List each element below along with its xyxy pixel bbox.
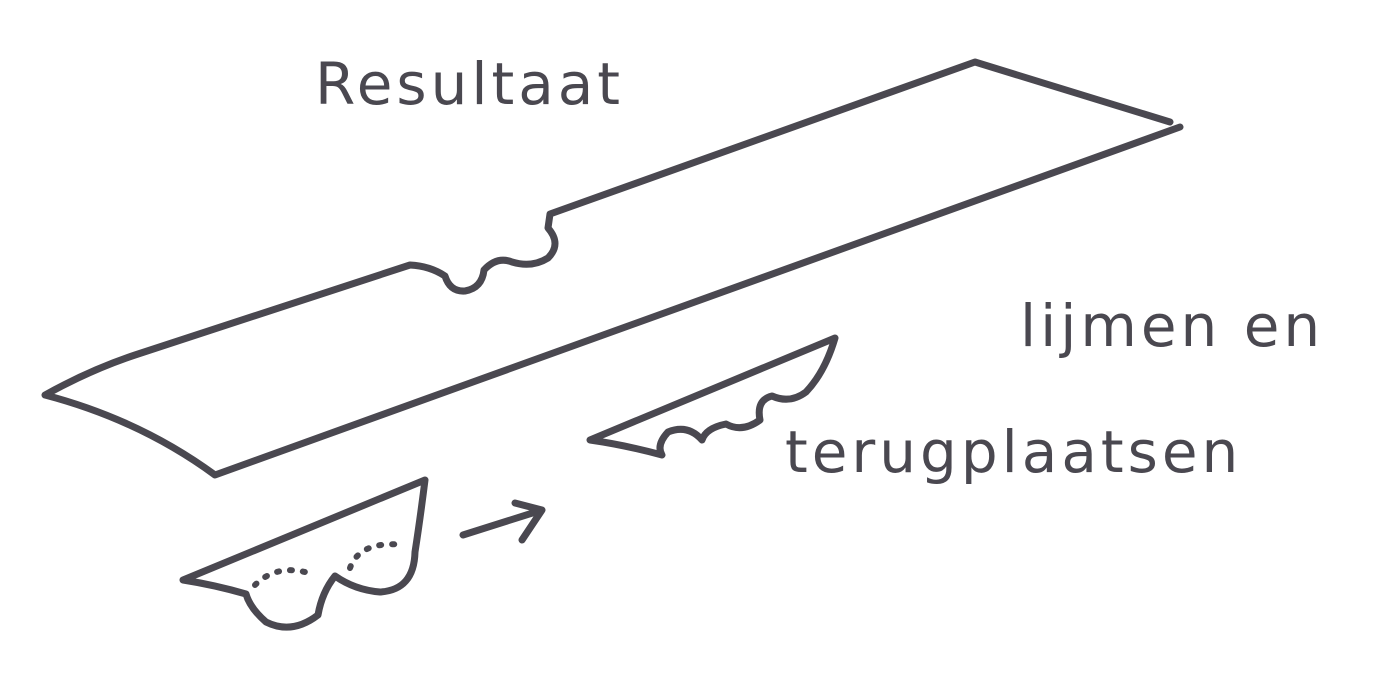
repaired-plank xyxy=(41,58,1184,479)
title-label: Resultaat xyxy=(315,50,624,118)
loose-piece xyxy=(179,476,429,631)
loose-piece-dotted-outline xyxy=(252,541,408,588)
step-label-line2: terugplaatsen xyxy=(785,418,1242,486)
arrow-icon xyxy=(459,499,546,544)
removed-piece-glued-back xyxy=(586,334,839,459)
step-label-line1: lijmen en xyxy=(1020,292,1324,360)
